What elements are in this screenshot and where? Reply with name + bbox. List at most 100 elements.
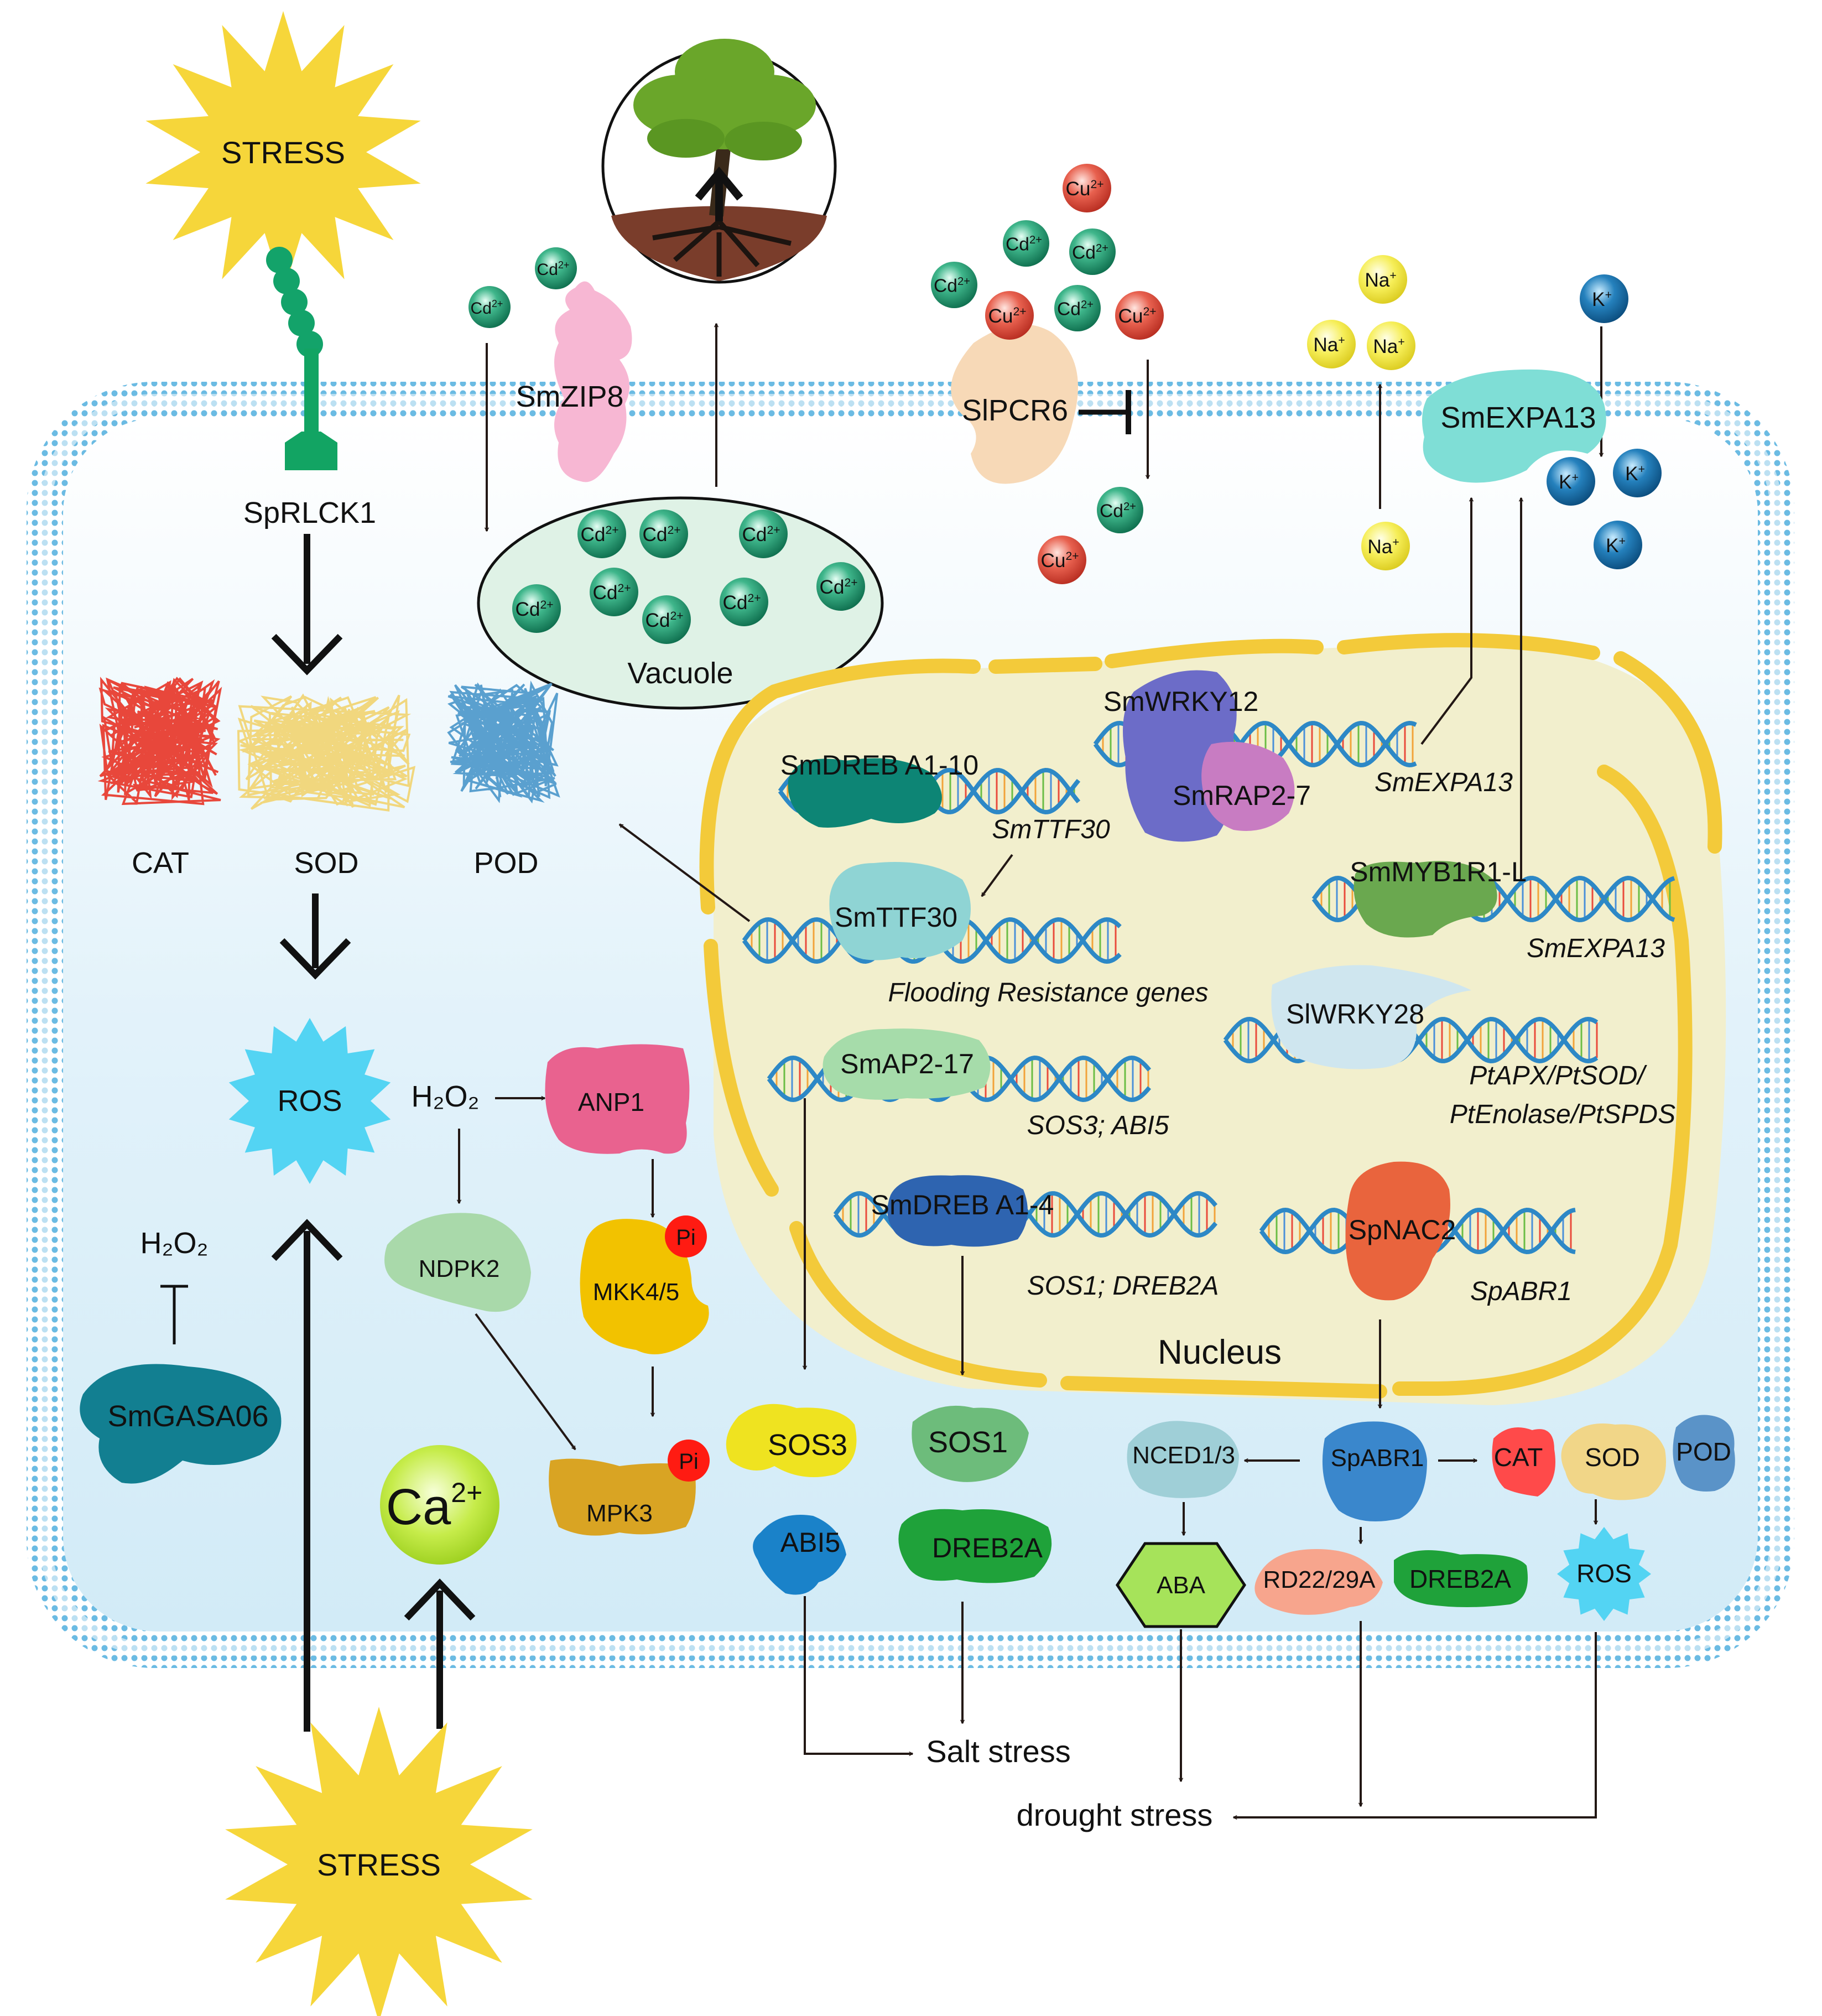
smzip8-label: SmZIP8 [516, 380, 623, 413]
pod-protein-small: POD [1673, 1415, 1735, 1492]
svg-text:Cd2+: Cd2+ [645, 610, 683, 631]
k-ions: K+K+K+K+ [1547, 274, 1662, 569]
svg-text:RD22/29A: RD22/29A [1263, 1566, 1376, 1593]
svg-text:SmAP2-17: SmAP2-17 [840, 1048, 974, 1079]
calcium-ion: Ca2+ [380, 1445, 499, 1565]
slpcr6-inhibition [1079, 390, 1131, 434]
svg-text:Na+: Na+ [1373, 336, 1404, 357]
vacuole-cd-ions: Cd2+ Cd2+ Cd2+ Cd2+ Cd2+ Cd2+ Cd2+ Cd2+ [512, 510, 865, 644]
svg-text:Cd2+: Cd2+ [742, 524, 780, 545]
gene-ptapx-line2: PtEnolase/PtSPDS [1450, 1100, 1675, 1129]
cd-ion: Cd2+ [535, 247, 577, 289]
smgasa06-inhibition [160, 1285, 188, 1344]
sod-protein-small: SOD [1561, 1423, 1666, 1500]
svg-text:NDPK2: NDPK2 [419, 1255, 500, 1282]
h2o2-label: H₂O₂ [412, 1080, 480, 1113]
svg-text:Cd2+: Cd2+ [580, 524, 618, 545]
cd-ion: Cd2+ [642, 595, 691, 644]
gene-smexpa13-a: SmEXPA13 [1375, 768, 1513, 797]
na-ion: Na+ [1367, 321, 1415, 370]
cd-ion: Cd2+ [1003, 220, 1049, 267]
smgasa06-protein: SmGASA06 [80, 1364, 282, 1484]
svg-text:MPK3: MPK3 [586, 1500, 653, 1527]
cd-ion: Cd2+ [512, 584, 561, 633]
svg-text:Cd2+: Cd2+ [1072, 242, 1108, 263]
svg-text:SmGASA06: SmGASA06 [107, 1400, 268, 1433]
svg-text:Cu2+: Cu2+ [988, 305, 1026, 327]
na-ion: Na+ [1361, 522, 1410, 570]
gene-sos1-dreb2a: SOS1; DREB2A [1027, 1271, 1219, 1301]
cd-ion: Cd2+ [468, 286, 511, 328]
tf-smmyb1r1-l: SmMYB1R1-L [1350, 856, 1527, 938]
sos3-protein: SOS3 [726, 1404, 857, 1477]
gene-sos3-abi5: SOS3; ABI5 [1027, 1111, 1169, 1140]
svg-text:SmEXPA13: SmEXPA13 [1440, 401, 1596, 434]
dreb2a-protein: DREB2A [898, 1509, 1052, 1583]
gene-ptapx-line1: PtAPX/PtSOD/ [1469, 1061, 1647, 1090]
svg-text:Cd2+: Cd2+ [592, 582, 631, 604]
svg-text:STRESS: STRESS [317, 1847, 441, 1882]
sprlck1-receptor: SpRLCK1 [243, 247, 376, 529]
svg-text:CAT: CAT [132, 846, 189, 880]
svg-text:SpABR1: SpABR1 [1331, 1445, 1424, 1472]
tf-smdreb-a1-10: SmDREB A1-10 [780, 750, 978, 828]
tf-smdreb-a1-4: SmDREB A1-4 [871, 1175, 1054, 1247]
pod-enzyme: POD [447, 680, 560, 880]
gene-spabr1: SpABR1 [1470, 1277, 1572, 1306]
tf-smap2-17: SmAP2-17 [822, 1028, 991, 1100]
gene-smexpa13-b: SmEXPA13 [1527, 934, 1665, 963]
svg-text:SOD: SOD [1585, 1443, 1640, 1472]
rd22-protein: RD22/29A [1254, 1549, 1383, 1615]
svg-text:K+: K+ [1606, 535, 1626, 557]
na-ion: Na+ [1307, 320, 1356, 368]
ros-burst-small: ROS [1557, 1527, 1651, 1621]
svg-text:Cd2+: Cd2+ [819, 576, 857, 598]
svg-text:ROS: ROS [1576, 1559, 1632, 1588]
pi-phosphate-mpk: Pi [668, 1440, 710, 1482]
svg-text:SmRAP2-7: SmRAP2-7 [1173, 780, 1311, 811]
cd-ion: Cd2+ [1069, 228, 1116, 275]
cd-ion: Cd2+ [739, 510, 788, 558]
svg-text:SOD: SOD [294, 846, 358, 880]
svg-text:ABI5: ABI5 [780, 1527, 840, 1558]
stress-burst-top: STRESS [145, 11, 421, 293]
svg-text:Cd2+: Cd2+ [515, 599, 553, 620]
svg-text:SOS1: SOS1 [928, 1426, 1008, 1459]
svg-text:SmDREB A1-4: SmDREB A1-4 [871, 1189, 1054, 1220]
cu-ion: Cu2+ [1063, 164, 1111, 212]
svg-text:Cd2+: Cd2+ [722, 592, 761, 614]
svg-text:ROS: ROS [277, 1084, 342, 1118]
cu-ion: Cu2+ [1038, 536, 1086, 584]
svg-text:SlWRKY28: SlWRKY28 [1286, 999, 1424, 1030]
svg-text:Cd2+: Cd2+ [642, 524, 680, 545]
sod-enzyme: SOD [237, 693, 416, 880]
slpcr6-protein: SlPCR6 [951, 324, 1078, 484]
cd-ion: Cd2+ [577, 510, 626, 558]
gene-smttf30: SmTTF30 [992, 815, 1110, 844]
svg-text:SmMYB1R1-L: SmMYB1R1-L [1350, 856, 1527, 887]
svg-text:Pi: Pi [679, 1449, 699, 1474]
svg-text:K+: K+ [1592, 289, 1612, 310]
svg-text:DREB2A: DREB2A [1409, 1565, 1511, 1593]
svg-text:MKK4/5: MKK4/5 [593, 1279, 680, 1306]
svg-text:SmDREB A1-10: SmDREB A1-10 [780, 750, 978, 781]
k-ion: K+ [1547, 457, 1595, 506]
sos1-protein: SOS1 [912, 1405, 1029, 1482]
svg-text:CAT: CAT [1494, 1443, 1543, 1472]
smzip8-transporter: SmZIP8 [516, 281, 632, 482]
svg-text:Cu2+: Cu2+ [1040, 550, 1079, 571]
svg-text:Cd2+: Cd2+ [1057, 299, 1094, 320]
svg-text:SOS3: SOS3 [768, 1428, 847, 1462]
svg-text:Cd2+: Cd2+ [537, 259, 570, 279]
cat-enzyme: CAT [97, 677, 222, 880]
cu-ion: Cu2+ [1115, 291, 1164, 340]
cd-ion: Cd2+ [590, 568, 638, 616]
cd-ion: Cd2+ [816, 562, 865, 611]
svg-text:STRESS: STRESS [221, 135, 345, 170]
mpk3-kinase: MPK3 [549, 1458, 696, 1536]
svg-text:DREB2A: DREB2A [932, 1532, 1043, 1563]
na-ion: Na+ [1358, 255, 1407, 304]
h2o2-left-label: H₂O₂ [140, 1227, 209, 1260]
tf-smrap2-7: SmRAP2-7 [1173, 741, 1311, 831]
